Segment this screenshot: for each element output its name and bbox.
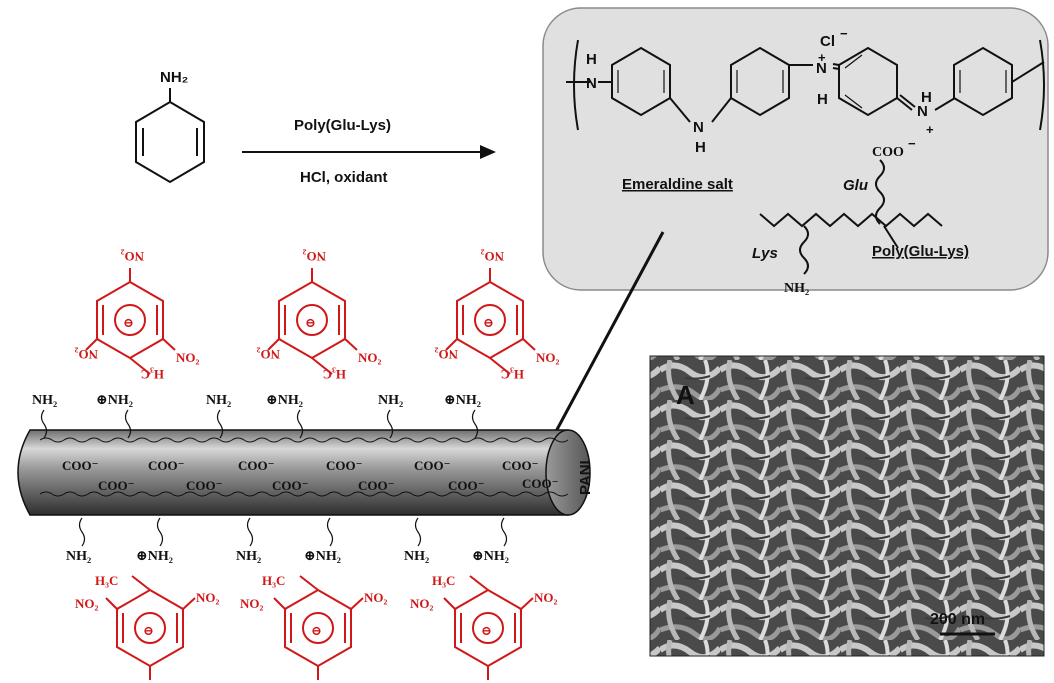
nitro-group: NO₂ — [121, 249, 145, 264]
nitro-group: NO₂ — [536, 350, 560, 365]
top-ammonium: ⊕NH₂ — [266, 393, 303, 408]
tnt-complex-bottom-2 — [273, 575, 364, 680]
methyl-group: H₃C — [262, 573, 285, 588]
bottom-side-chains — [78, 517, 508, 547]
bottom-amine: NH₂ — [236, 549, 261, 564]
tnt-complex-bottom-3 — [443, 575, 534, 680]
bottom-ammonium: ⊕NH₂ — [304, 549, 341, 564]
carboxylate-charge: − — [908, 136, 916, 151]
tnt-complex-top-2 — [267, 268, 358, 375]
rod-carboxylate: COO⁻ — [62, 458, 98, 473]
top-ammonium: ⊕NH₂ — [444, 393, 481, 408]
emeraldine-label: Emeraldine salt — [622, 176, 733, 193]
methyl-group: H₃C — [501, 367, 524, 382]
methyl-group: H₃C — [95, 573, 118, 588]
top-side-chains — [40, 409, 479, 439]
pani-label: PANI — [577, 460, 594, 495]
nitro-group: NO₂ — [196, 590, 220, 605]
rod-carboxylate: COO⁻ — [448, 478, 484, 493]
nitro-group: NO₂ — [410, 596, 434, 611]
rod-carboxylate: COO⁻ — [98, 478, 134, 493]
ring-charge: ⊖ — [311, 623, 322, 638]
copolymer-label: Poly(Glu-Lys) — [872, 243, 969, 260]
top-amine: NH₂ — [32, 393, 57, 408]
sem-panel-label: A — [676, 380, 695, 410]
top-amine: NH₂ — [206, 393, 231, 408]
nitro-group: NO₂ — [303, 249, 327, 264]
top-ammonium: ⊕NH₂ — [96, 393, 133, 408]
n-left-h: H — [586, 51, 597, 68]
iminium-plus: + — [818, 50, 826, 65]
ring-charge: ⊖ — [305, 315, 316, 330]
lys-amine-label: NH₂ — [784, 281, 809, 296]
rod-carboxylate: COO⁻ — [148, 458, 184, 473]
n-mid: N — [693, 119, 704, 136]
ring-charge: ⊖ — [123, 315, 134, 330]
scale-bar-label: 200 nm — [930, 611, 985, 628]
aniline-amine-label: NH₂ — [160, 69, 188, 86]
aniline-molecule: NH₂ — [135, 69, 205, 184]
tnt-complex-top-3 — [445, 268, 536, 375]
n-right: N — [917, 103, 928, 120]
rod-carboxylate: COO⁻ — [186, 478, 222, 493]
n-mid-h: H — [695, 139, 706, 156]
n-right-plus: + — [926, 122, 934, 137]
nitro-group: NO₂ — [75, 347, 99, 362]
chloride-label: Cl — [820, 33, 835, 50]
rod-carboxylate: COO⁻ — [238, 458, 274, 473]
nitro-group: NO₂ — [358, 350, 382, 365]
bottom-ammonium: ⊕NH₂ — [136, 549, 173, 564]
top-amine: NH₂ — [378, 393, 403, 408]
ring-charge: ⊖ — [143, 623, 154, 638]
nitro-group: NO₂ — [75, 596, 99, 611]
nitro-group: NO₂ — [534, 590, 558, 605]
ring-charge: ⊖ — [481, 623, 492, 638]
lys-label: Lys — [752, 245, 778, 262]
callout-line — [551, 231, 665, 438]
tnt-complex-top-1 — [85, 268, 176, 375]
n-right-h: H — [921, 89, 932, 106]
chloride-charge: − — [840, 26, 848, 41]
methyl-group: H₃C — [141, 367, 164, 382]
bottom-ammonium: ⊕NH₂ — [472, 549, 509, 564]
nitro-group: NO₂ — [257, 347, 281, 362]
nitro-group: NO₂ — [364, 590, 388, 605]
glu-label: Glu — [843, 177, 868, 194]
reagent-bottom: HCl, oxidant — [300, 169, 388, 186]
polymer-structure-box — [542, 7, 1049, 291]
n-left: N — [586, 75, 597, 92]
sem-micrograph — [649, 355, 1045, 657]
rod-carboxylate: COO⁻ — [414, 458, 450, 473]
rod-carboxylate: COO⁻ — [326, 458, 362, 473]
rod-carboxylate: COO⁻ — [522, 476, 558, 491]
emeraldine-structure — [566, 39, 1045, 275]
methyl-group: H₃C — [432, 573, 455, 588]
rod-carboxylate: COO⁻ — [358, 478, 394, 493]
rod-carboxylate: COO⁻ — [272, 478, 308, 493]
ring-charge: ⊖ — [483, 315, 494, 330]
rod-carboxylate: COO⁻ — [502, 458, 538, 473]
nitro-group: NO₂ — [435, 347, 459, 362]
pani-nanofiber — [17, 429, 591, 516]
bottom-amine: NH₂ — [66, 549, 91, 564]
reaction-arrow — [242, 145, 496, 159]
methyl-group: H₃C — [323, 367, 346, 382]
bottom-amine: NH₂ — [404, 549, 429, 564]
n-imine: N — [816, 60, 827, 77]
n-imine-h: H — [817, 91, 828, 108]
nitro-group: NO₂ — [240, 596, 264, 611]
reagent-top: Poly(Glu-Lys) — [294, 117, 391, 134]
nitro-group: NO₂ — [481, 249, 505, 264]
carboxylate-label: COO — [872, 145, 904, 160]
tnt-complex-bottom-1 — [105, 575, 196, 680]
nitro-group: NO₂ — [176, 350, 200, 365]
